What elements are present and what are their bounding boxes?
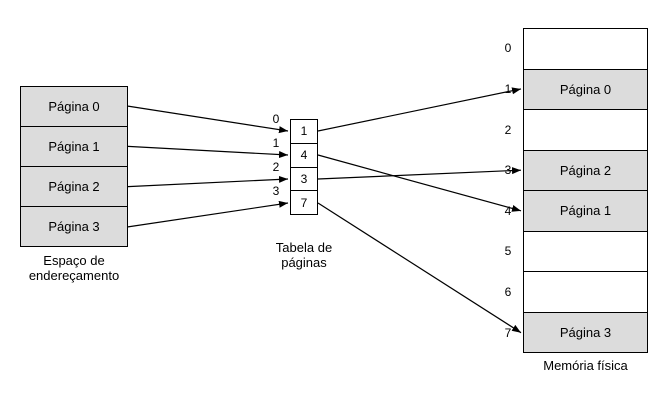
memory-frame-row: Página 1 [524,190,647,231]
memory-frame-row: Página 0 [524,68,647,109]
memory-frame-index: 7 [504,325,512,340]
page-table-index-label: 2 [272,160,280,174]
memory-frame-row: Página 3 [524,311,647,352]
page-table-index-label: 1 [272,136,280,150]
memory-frame-index: 6 [504,285,512,300]
page-table-entry: 7 [291,190,317,214]
arrow-entry-1-to-frame-4 [317,154,522,212]
page-table-caption-line1: Tabela de [275,240,333,255]
arrow-entry-2-to-frame-3 [317,167,522,180]
page-table-entry: 1 [291,120,317,143]
memory-frame-row: Página 2 [524,149,647,190]
memory-frame-row [524,230,647,271]
memory-frame-index: 1 [504,81,512,96]
page-table-index-label: 0 [272,112,280,126]
address-page-row: Página 0 [21,87,127,126]
arrow-page-1-to-table-1 [127,145,289,159]
page-table-entry: 3 [291,166,317,191]
page-table-entry: 4 [291,142,317,167]
memory-frame-index: 0 [504,41,512,56]
page-table-caption-line2: páginas [281,255,327,270]
address-space-caption-line1: Espaço de [43,253,105,268]
address-space-caption: Espaço de endereçamento [0,253,148,283]
memory-frame-row [524,29,647,69]
address-space-caption-line2: endereçamento [28,268,120,283]
address-page-row: Página 1 [21,126,127,166]
address-page-row: Página 2 [21,166,127,206]
physical-memory-caption: Memória física [543,358,628,373]
page-table-index-label: 3 [272,184,280,198]
memory-frame-row [524,271,647,312]
page-table-caption: Tabela de páginas [254,240,354,270]
arrow-page-3-to-table-3 [127,200,289,228]
arrow-entry-0-to-frame-1 [317,87,522,132]
memory-frame-index: 5 [504,244,512,259]
memory-frame-row [524,109,647,150]
address-page-row: Página 3 [21,206,127,246]
arrow-page-0-to-table-0 [127,105,289,134]
memory-frame-index: 3 [504,163,512,178]
arrow-page-2-to-table-2 [127,175,289,188]
memory-frame-index: 4 [504,203,512,218]
memory-frame-index: 2 [504,122,512,137]
